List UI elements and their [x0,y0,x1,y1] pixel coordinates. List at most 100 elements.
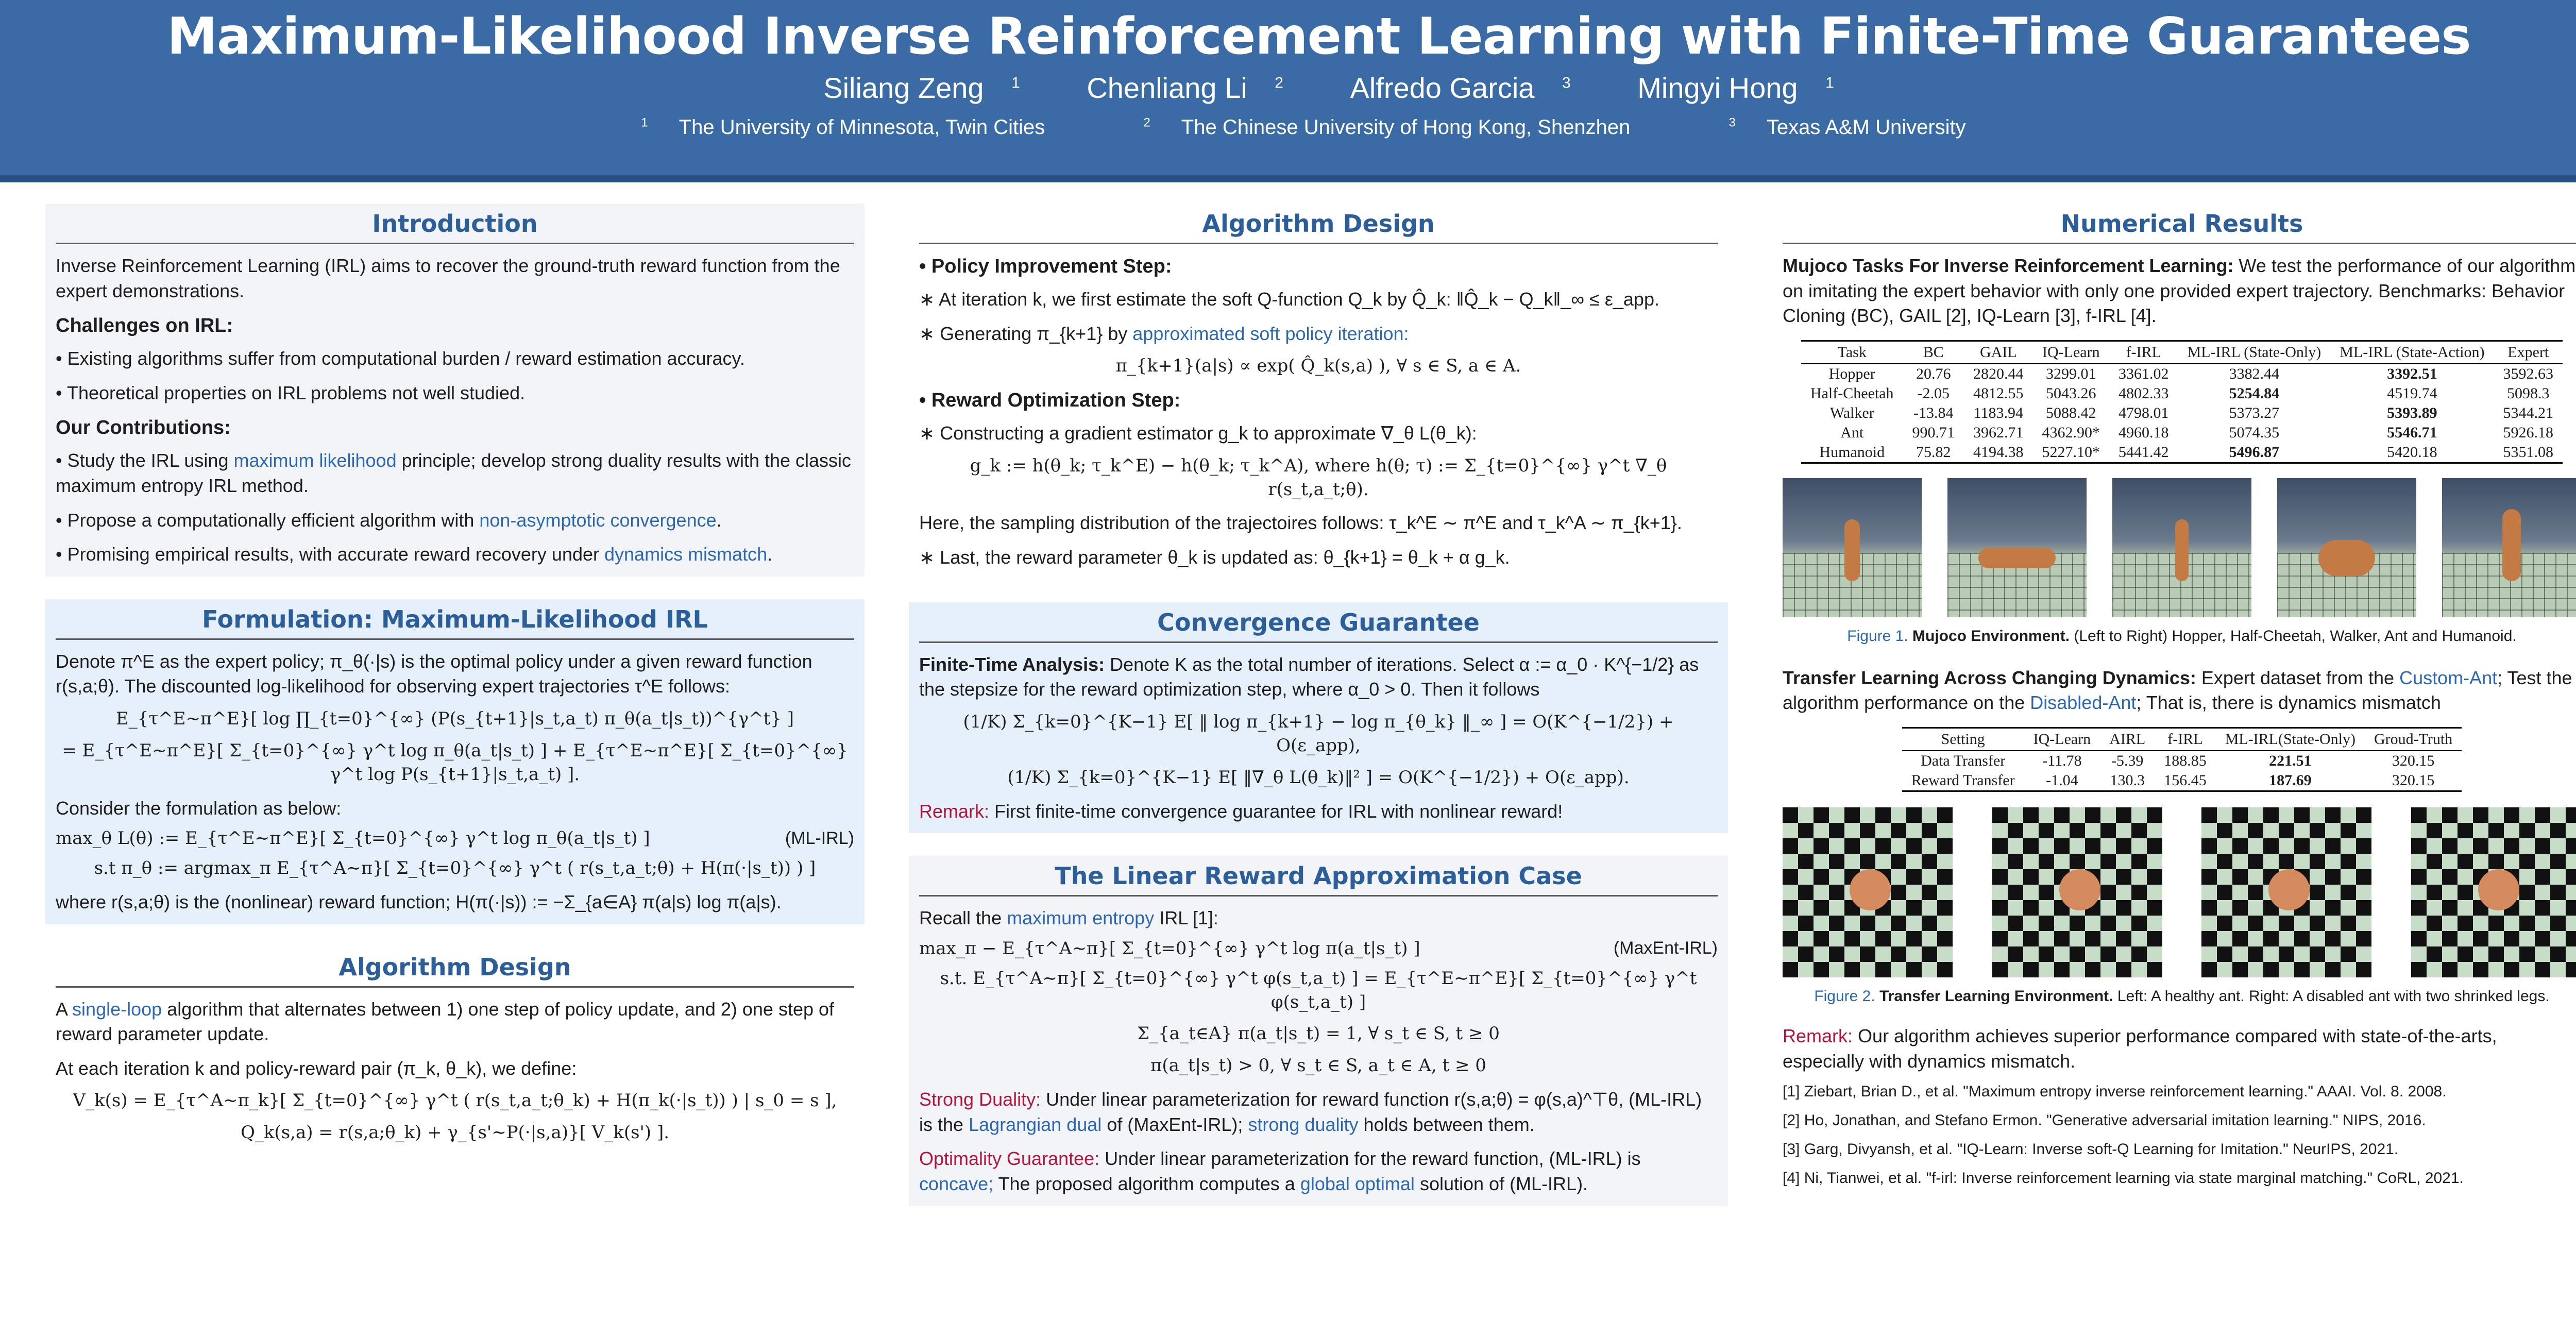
mujoco-paragraph: Mujoco Tasks For Inverse Reinforcement L… [1783,255,2576,327]
table-cell: 990.71 [1912,424,1955,441]
table-cell: Humanoid [1801,442,1903,464]
linear-paragraph: Recall the maximum entropy IRL [1]: [919,907,1218,929]
table-cell: 3382.44 [2229,365,2280,382]
humanoid-image [2442,478,2576,617]
section-heading: Introduction [56,204,854,244]
transfer-paragraph: Transfer Learning Across Changing Dynami… [1783,667,2572,714]
poster-header: Maximum-Likelihood Inverse Reinforcement… [0,0,2576,182]
equation: s.t π_θ := argmax_π E_{τ^A∼π}[ Σ_{t=0}^{… [94,858,816,879]
intro-section: Introduction Inverse Reinforcement Learn… [45,204,865,577]
step-title: • Reward Optimization Step: [919,390,1181,412]
healthy-ant-image [1783,807,1953,977]
convergence-section: Convergence Guarantee Finite-Time Analys… [909,602,1728,834]
ant-image [2277,478,2416,617]
table-cell: -11.78 [2042,752,2082,769]
table-cell: 4960.18 [2119,424,2169,441]
table-cell: 3392.51 [2387,365,2437,382]
author: Chenliang Li 2 [1087,72,1283,104]
table-cell: -1.04 [2024,770,2100,792]
mujoco-environment-images [1783,478,2576,617]
table-header-cell: IQ-Learn [2032,340,2110,364]
section-heading: Numerical Results [1783,204,2576,244]
table-cell: Walker [1829,404,1874,421]
reference: [1] Ziebart, Brian D., et al. "Maximum e… [1783,1083,2447,1101]
equation-tagged: max_θ L(θ) := E_{τ^E∼π^E}[ Σ_{t=0}^{∞} γ… [56,828,854,849]
table-header-cell: Setting [1902,726,2024,751]
alg-paragraph: A single-loop algorithm that alternates … [56,998,835,1045]
table-cell: 5926.18 [2503,424,2554,441]
remark: Remark: Our algorithm achieves superior … [1783,1025,2497,1072]
challenge-item: • Theoretical properties on IRL problems… [56,382,526,403]
table-header-cell: Expert [2494,340,2563,364]
equation: V_k(s) = E_{τ^A∼π_k}[ Σ_{t=0}^{∞} γ^t ( … [73,1090,837,1111]
table-cell: 3361.02 [2119,365,2169,382]
table-cell: -2.05 [1917,384,1950,402]
disabled-ant-image [2201,807,2372,977]
table-cell: Hopper [1828,365,1875,382]
table-cell: 5441.42 [2109,442,2178,464]
author: Mingyi Hong 1 [1637,72,1834,104]
table-cell: 320.15 [2392,752,2435,769]
linear-section: The Linear Reward Approximation Case Rec… [909,856,1728,1206]
table-header-cell: IQ-Learn [2024,726,2100,751]
equation: (1/K) Σ_{k=0}^{K−1} E[ ‖∇_θ L(θ_k)‖² ] =… [1007,767,1630,788]
equation: Q_k(s,a) = r(s,a;θ_k) + γ_{s'∼P(·|s,a)}[… [240,1122,670,1143]
transfer-environment-images [1783,807,2576,977]
contrib-title: Our Contributions: [56,417,231,439]
table-cell: 4798.01 [2119,404,2169,421]
table-cell: 3962.71 [1973,424,2024,441]
column-middle: Algorithm Design • Policy Improvement St… [909,204,1728,1229]
figure-caption: Figure 1. Mujoco Environment. (Left to R… [1847,627,2517,645]
table-cell: Ant [1840,424,1864,441]
contrib-item: • Study the IRL using maximum likelihood… [56,450,852,496]
table-cell: 5393.89 [2387,404,2437,421]
table-header-cell: BC [1903,340,1964,364]
table-header-row: Task BC GAIL IQ-Learn f-IRL ML-IRL (Stat… [1801,340,2563,364]
equation: π(a_t|s_t) > 0, ∀ s_t ∈ S, a_t ∈ A, t ≥ … [1150,1055,1486,1076]
author: Alfredo Garcia 3 [1350,72,1571,104]
table-cell: 5088.42 [2046,404,2096,421]
intro-paragraph: Inverse Reinforcement Learning (IRL) aim… [56,255,840,301]
table-cell: 5098.3 [2507,384,2550,402]
table-header-cell: f-IRL [2109,340,2178,364]
author-list: Siliang Zeng 1 Chenliang Li 2 Alfredo Ga… [0,71,2576,105]
table-header-row: Setting IQ-Learn AIRL f-IRL ML-IRL(State… [1902,726,2462,751]
table-cell: 5373.27 [2229,404,2280,421]
table-cell: Half-Cheetah [1810,384,1894,402]
reference: [2] Ho, Jonathan, and Stefano Ermon. "Ge… [1783,1112,2426,1129]
table-cell: 3299.01 [2046,365,2096,382]
table-cell: 5496.87 [2178,442,2331,464]
step-text: ∗ Constructing a gradient estimator g_k … [919,422,1477,444]
step-text: ∗ Generating π_{k+1} by approximated sof… [919,323,1409,344]
reference: [3] Garg, Divyansh, et al. "IQ-Learn: In… [1783,1141,2399,1158]
walker-image [2112,478,2251,617]
section-heading: Convergence Guarantee [919,602,1718,643]
table-cell: 5227.10* [2032,442,2110,464]
formulation-section: Formulation: Maximum-Likelihood IRL Deno… [45,599,865,924]
table-cell: Data Transfer [1921,752,2006,769]
hopper-image [1783,478,1922,617]
table-cell: 3592.63 [2503,365,2554,382]
alg-paragraph: At each iteration k and policy-reward pa… [56,1057,577,1079]
step-text: Here, the sampling distribution of the t… [919,512,1682,534]
table-cell: 5546.71 [2387,424,2437,441]
table-cell: -5.39 [2111,752,2144,769]
table-cell: 187.69 [2215,770,2365,792]
section-heading: Algorithm Design [56,947,854,988]
table-cell: 5351.08 [2494,442,2563,464]
challenge-item: • Existing algorithms suffer from comput… [56,348,745,369]
healthy-ant-image [1992,807,2162,977]
figure-caption: Figure 2. Transfer Learning Environment.… [1814,987,2550,1005]
table-cell: Reward Transfer [1902,770,2024,792]
equation-tagged: max_π − E_{τ^A∼π}[ Σ_{t=0}^{∞} γ^t log π… [919,938,1718,959]
challenges-title: Challenges on IRL: [56,315,233,337]
equation: π_{k+1}(a|s) ∝ exp( Q̂_k(s,a) ), ∀ s ∈ S… [1115,356,1521,377]
